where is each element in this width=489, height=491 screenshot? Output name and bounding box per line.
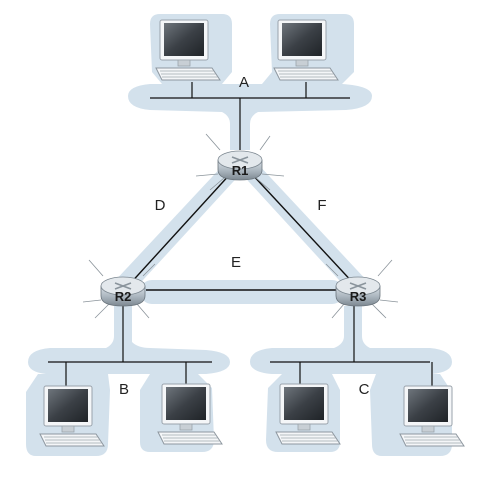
subnet-label-a: A <box>239 74 249 91</box>
subnet-f-shade <box>238 162 370 292</box>
link-r1-r3 <box>249 171 357 287</box>
router-label: R2 <box>115 289 132 304</box>
router-r3: R3 <box>325 259 399 319</box>
subnet-label-b: B <box>119 381 129 398</box>
computer-icon <box>399 385 465 447</box>
lan-lines <box>48 82 433 386</box>
subnet-e-shade <box>140 280 344 304</box>
subnet-label-e: E <box>231 254 241 271</box>
subnet-label-c: C <box>359 381 370 398</box>
routers: R1 R2 <box>82 133 399 319</box>
subnet-labels: A B C D E F <box>119 74 370 398</box>
router-label: R3 <box>350 289 367 304</box>
router-r2: R2 <box>82 259 156 319</box>
link-r1-r2 <box>127 171 233 287</box>
router-icon <box>114 282 132 290</box>
subnet-label-d: D <box>155 197 166 214</box>
router-r1: R1 <box>195 133 285 191</box>
router-icon <box>231 156 249 164</box>
subnet-label-f: F <box>317 197 326 214</box>
router-icon <box>349 282 367 290</box>
router-label: R1 <box>232 163 249 178</box>
links <box>127 171 357 291</box>
